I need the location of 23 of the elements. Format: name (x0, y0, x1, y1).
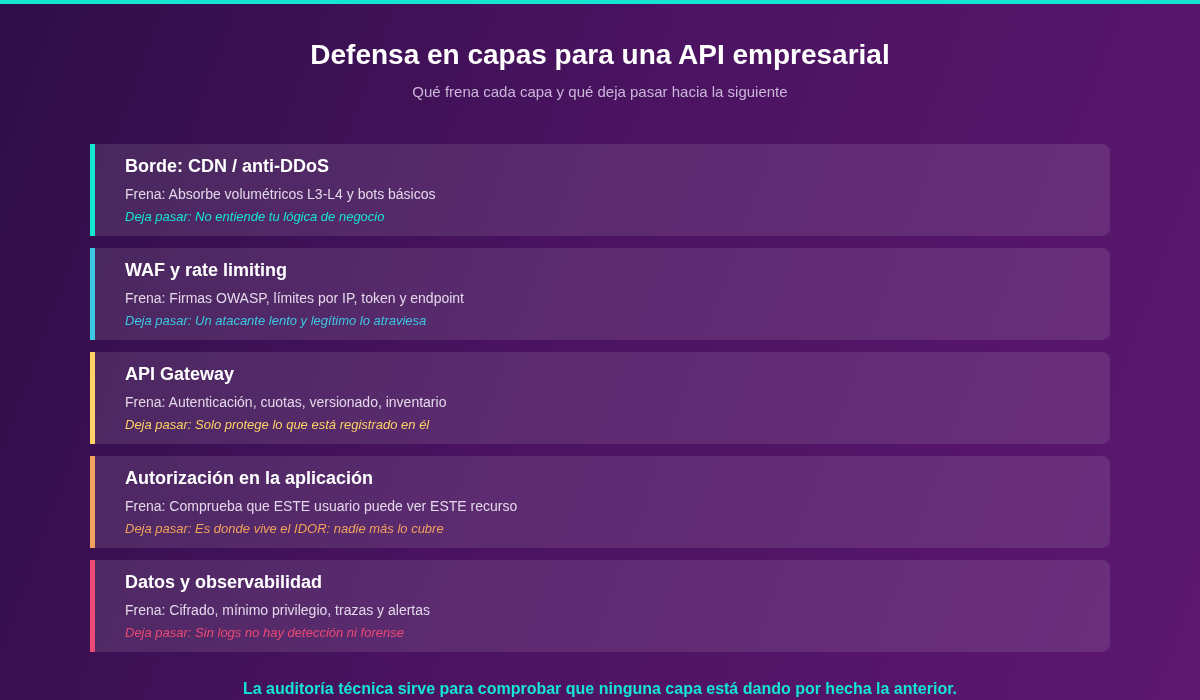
layer-heading: Borde: CDN / anti-DDoS (125, 155, 329, 178)
layer-card (90, 352, 1110, 444)
passes-text: Deja pasar: Solo protege lo que está registrado en él (125, 416, 430, 434)
layer-heading: API Gateway (125, 363, 235, 386)
layer-card (90, 144, 1110, 236)
layer-heading: WAF y rate limiting (125, 259, 288, 282)
page-title: Defensa en capas para una API empresarial (310, 38, 890, 72)
blocks-text: Frena: Firmas OWASP, límites por IP, token y endpoint (125, 289, 464, 308)
layer-card (90, 560, 1110, 652)
conclusion-text: La auditoría técnica sirve para comprobar que ninguna capa está dando por hecha la anterior. (243, 679, 957, 699)
layer-heading: Datos y observabilidad (125, 571, 323, 594)
passes-text: Deja pasar: Sin logs no hay detección ni forense (125, 624, 404, 642)
blocks-text: Frena: Cifrado, mínimo privilegio, trazas y alertas (125, 601, 430, 620)
blocks-text: Frena: Comprueba que ESTE usuario puede ver ESTE recurso (125, 497, 518, 516)
blocks-text: Frena: Absorbe volumétricos L3-L4 y bots básicos (125, 185, 436, 204)
layer-card (90, 248, 1110, 340)
passes-text: Deja pasar: No entiende tu lógica de negocio (125, 208, 385, 226)
layer-heading: Autorización en la aplicación (125, 467, 374, 490)
passes-text: Deja pasar: Es donde vive el IDOR: nadie más lo cubre (125, 520, 444, 538)
subtitle: Qué frena cada capa y qué deja pasar hacia la siguiente (412, 82, 788, 102)
blocks-text: Frena: Autenticación, cuotas, versionado, inventario (125, 393, 447, 412)
layer-card (90, 456, 1110, 548)
passes-text: Deja pasar: Un atacante lento y legítimo lo atraviesa (125, 312, 427, 330)
